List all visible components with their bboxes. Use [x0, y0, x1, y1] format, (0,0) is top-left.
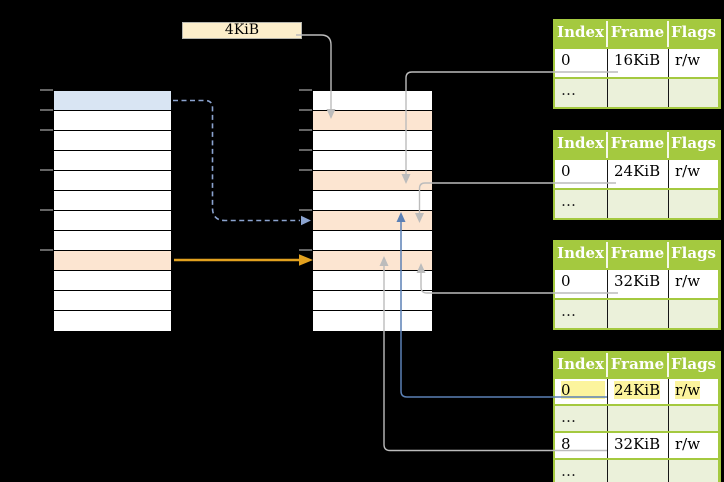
- memory-row: [54, 131, 171, 151]
- memory-row: [54, 311, 171, 331]
- memory-row: [54, 271, 171, 291]
- page-table-cell: 24KiB: [608, 379, 669, 404]
- virtual-page-translation-connector: [173, 99, 300, 222]
- page-table-header-cell: Index: [555, 353, 608, 377]
- page-table-cell: …: [555, 460, 608, 482]
- memory-row: [54, 151, 171, 171]
- page-size-label: 4KiB: [182, 22, 302, 39]
- page-table-header-cell: Flags: [669, 242, 718, 268]
- page-table-cell: 0: [555, 379, 608, 404]
- page-table-header-cell: Frame: [608, 21, 669, 47]
- page-table-cell: [608, 79, 669, 107]
- page-table-header-cell: Flags: [669, 132, 718, 158]
- page-table-cell: [608, 300, 669, 328]
- memory-row: [313, 191, 432, 211]
- page-table-header-cell: Index: [555, 242, 608, 268]
- memory-row: [54, 251, 171, 271]
- memory-row: [313, 151, 432, 171]
- page-table-ellipsis-row: …: [555, 404, 719, 431]
- memory-row: [313, 211, 432, 231]
- page-table-cell: [669, 190, 718, 218]
- page-table-header-cell: Index: [555, 21, 608, 47]
- page-table-cell: r/w: [669, 379, 718, 404]
- page-table-header-cell: Frame: [608, 353, 669, 377]
- page-table-cell: 32KiB: [608, 433, 669, 458]
- page-table-header-cell: Flags: [669, 21, 718, 47]
- highlighted-value: 0: [561, 381, 605, 399]
- page-table-header-cell: Index: [555, 132, 608, 158]
- mapped-page-connector-arrowhead-icon: [299, 254, 313, 266]
- page-table-header-cell: Flags: [669, 353, 718, 377]
- page-table-ellipsis-row: …: [555, 298, 719, 328]
- memory-row: [313, 291, 432, 311]
- physical-memory-table: [312, 90, 433, 332]
- page-table-cell: …: [555, 406, 608, 431]
- page-table-cell: r/w: [669, 270, 718, 298]
- memory-row: [313, 271, 432, 291]
- page-table-cell: …: [555, 190, 608, 218]
- memory-row: [313, 131, 432, 151]
- memory-row: [54, 291, 171, 311]
- page-table-cell: 32KiB: [608, 270, 669, 298]
- memory-row: [313, 91, 432, 111]
- memory-row: [313, 311, 432, 331]
- page-table-ellipsis-row: …: [555, 77, 719, 107]
- page-table-cell: [669, 406, 718, 431]
- page-table-header-cell: Frame: [608, 242, 669, 268]
- page-table-cell: 8: [555, 433, 608, 458]
- memory-row: [313, 171, 432, 191]
- page-table-cell: [669, 460, 718, 482]
- page-table-header-cell: Frame: [608, 132, 669, 158]
- page-table-cell: [669, 79, 718, 107]
- page-table-cell: …: [555, 300, 608, 328]
- page-table-cell: [608, 190, 669, 218]
- memory-row: [54, 231, 171, 251]
- page-table-cell: 0: [555, 160, 608, 188]
- page-table-cell: …: [555, 79, 608, 107]
- page-table-cell: [669, 300, 718, 328]
- memory-row: [54, 91, 171, 111]
- page-table-entry-row: 0 24KiB r/w: [555, 377, 719, 404]
- page-table-cell: r/w: [669, 160, 718, 188]
- memory-row: [313, 251, 432, 271]
- page-table-cell: 16KiB: [608, 49, 669, 77]
- page-table-ellipsis-row: …: [555, 458, 719, 482]
- page-table-cell: [608, 460, 669, 482]
- memory-row: [54, 111, 171, 131]
- virtual-memory-table: [53, 90, 172, 332]
- page-table-cell: 0: [555, 49, 608, 77]
- page-table-cell: r/w: [669, 433, 718, 458]
- page-table-cell: 0: [555, 270, 608, 298]
- memory-row: [313, 231, 432, 251]
- memory-row: [54, 211, 171, 231]
- memory-row: [313, 111, 432, 131]
- highlighted-value: 24KiB: [614, 381, 661, 399]
- virtual-page-translation-connector-arrowhead-icon: [301, 215, 311, 226]
- memory-row: [54, 171, 171, 191]
- page-table-cell: r/w: [669, 49, 718, 77]
- highlighted-value: r/w: [675, 381, 701, 399]
- memory-row: [54, 191, 171, 211]
- page-table-cell: [608, 406, 669, 431]
- page-table-ellipsis-row: …: [555, 188, 719, 218]
- page-table-cell: 24KiB: [608, 160, 669, 188]
